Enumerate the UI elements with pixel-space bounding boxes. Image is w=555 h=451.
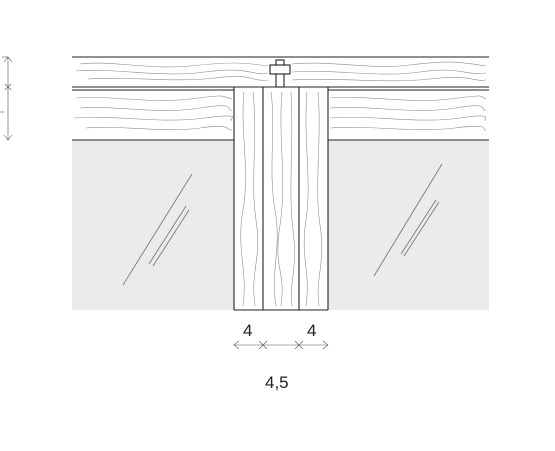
side-dimension [0,56,13,141]
glass-reflection-right [373,163,443,277]
beam-wood-grain [73,61,487,131]
dimension-chain [233,340,329,350]
dimension-right-label: 4 [307,321,316,340]
glass-pane-left [72,140,234,310]
mullion-wood-grain [240,91,323,307]
screw [269,59,291,88]
glass-reflection-left [122,173,193,286]
glass-pane-right [328,140,489,310]
dimension-bottom-label: 4,5 [265,373,289,392]
dimension-left-label: 4 [243,321,252,340]
